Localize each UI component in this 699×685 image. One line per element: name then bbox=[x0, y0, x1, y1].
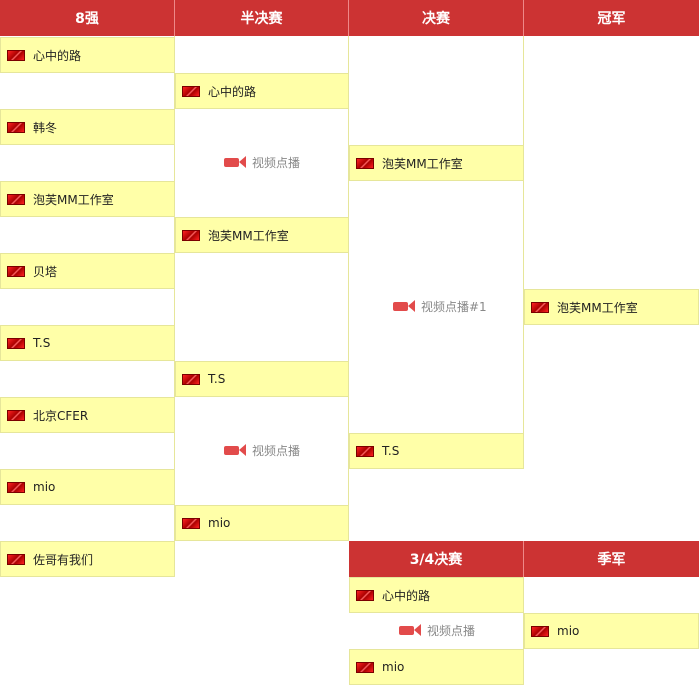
flag-icon bbox=[7, 337, 25, 349]
video-link-final[interactable]: 视频点播#1 bbox=[393, 297, 487, 315]
team-name: mio bbox=[33, 480, 56, 494]
divider-round8 bbox=[174, 36, 175, 576]
flag-icon bbox=[7, 121, 25, 133]
flag-icon bbox=[182, 85, 200, 97]
team-name: 心中的路 bbox=[33, 48, 82, 63]
flag-icon bbox=[182, 229, 200, 241]
flag-icon bbox=[182, 373, 200, 385]
champion-header: 冠军 bbox=[524, 0, 699, 36]
semifinal-slot-3[interactable]: T.S bbox=[175, 361, 349, 397]
third-match-slot-2[interactable]: mio bbox=[349, 649, 524, 685]
flag-icon bbox=[356, 589, 374, 601]
video-camera-icon bbox=[393, 300, 415, 312]
round-8-header: 8强 bbox=[0, 0, 175, 36]
team-name: 贝塔 bbox=[33, 264, 58, 279]
round8-slot-8[interactable]: 佐哥有我们 bbox=[0, 541, 175, 577]
flag-icon bbox=[531, 625, 549, 637]
third-place-match-header: 3/4决赛 bbox=[349, 541, 524, 577]
round8-slot-5[interactable]: T.S bbox=[0, 325, 175, 361]
video-camera-icon bbox=[224, 156, 246, 168]
video-link-label: 视频点播 bbox=[427, 623, 476, 638]
third-place-slot[interactable]: mio bbox=[524, 613, 699, 649]
round8-slot-1[interactable]: 心中的路 bbox=[0, 37, 175, 73]
team-name: 心中的路 bbox=[382, 588, 431, 603]
video-link-third[interactable]: 视频点播 bbox=[399, 621, 475, 639]
team-name: 北京CFER bbox=[33, 408, 89, 423]
team-name: 泡芙MM工作室 bbox=[208, 228, 289, 243]
flag-icon bbox=[356, 157, 374, 169]
team-name: 泡芙MM工作室 bbox=[382, 156, 463, 171]
divider-third bbox=[523, 577, 524, 685]
team-name: 心中的路 bbox=[208, 84, 257, 99]
team-name: mio bbox=[557, 624, 580, 638]
round8-slot-6[interactable]: 北京CFER bbox=[0, 397, 175, 433]
flag-icon bbox=[7, 409, 25, 421]
flag-icon bbox=[182, 517, 200, 529]
flag-icon bbox=[7, 265, 25, 277]
video-link-label: 视频点播 bbox=[252, 155, 301, 170]
flag-icon bbox=[7, 481, 25, 493]
flag-icon bbox=[7, 553, 25, 565]
semifinal-header: 半决赛 bbox=[175, 0, 349, 36]
video-link-label: 视频点播 bbox=[252, 443, 301, 458]
final-slot-1[interactable]: 泡芙MM工作室 bbox=[349, 145, 524, 181]
team-name: T.S bbox=[33, 336, 51, 350]
divider-semi bbox=[348, 36, 349, 541]
video-camera-icon bbox=[399, 624, 421, 636]
divider-final bbox=[523, 36, 524, 468]
team-name: 佐哥有我们 bbox=[33, 552, 94, 567]
semifinal-slot-1[interactable]: 心中的路 bbox=[175, 73, 349, 109]
video-link-label: 视频点播#1 bbox=[421, 299, 487, 314]
team-name: 韩冬 bbox=[33, 120, 58, 135]
semifinal-slot-2[interactable]: 泡芙MM工作室 bbox=[175, 217, 349, 253]
team-name: mio bbox=[382, 660, 405, 674]
round8-slot-7[interactable]: mio bbox=[0, 469, 175, 505]
final-header: 决赛 bbox=[349, 0, 524, 36]
flag-icon bbox=[531, 301, 549, 313]
final-slot-2[interactable]: T.S bbox=[349, 433, 524, 469]
semifinal-slot-4[interactable]: mio bbox=[175, 505, 349, 541]
video-camera-icon bbox=[224, 444, 246, 456]
third-place-header: 季军 bbox=[524, 541, 699, 577]
team-name: T.S bbox=[382, 444, 400, 458]
video-link-semi-bottom[interactable]: 视频点播 bbox=[224, 441, 300, 459]
flag-icon bbox=[7, 49, 25, 61]
team-name: 泡芙MM工作室 bbox=[33, 192, 114, 207]
video-link-semi-top[interactable]: 视频点播 bbox=[224, 153, 300, 171]
flag-icon bbox=[356, 445, 374, 457]
round8-slot-3[interactable]: 泡芙MM工作室 bbox=[0, 181, 175, 217]
flag-icon bbox=[356, 661, 374, 673]
team-name: 泡芙MM工作室 bbox=[557, 300, 638, 315]
team-name: T.S bbox=[208, 372, 226, 386]
flag-icon bbox=[7, 193, 25, 205]
team-name: mio bbox=[208, 516, 231, 530]
third-match-slot-1[interactable]: 心中的路 bbox=[349, 577, 524, 613]
champion-slot[interactable]: 泡芙MM工作室 bbox=[524, 289, 699, 325]
round8-slot-2[interactable]: 韩冬 bbox=[0, 109, 175, 145]
round8-slot-4[interactable]: 贝塔 bbox=[0, 253, 175, 289]
